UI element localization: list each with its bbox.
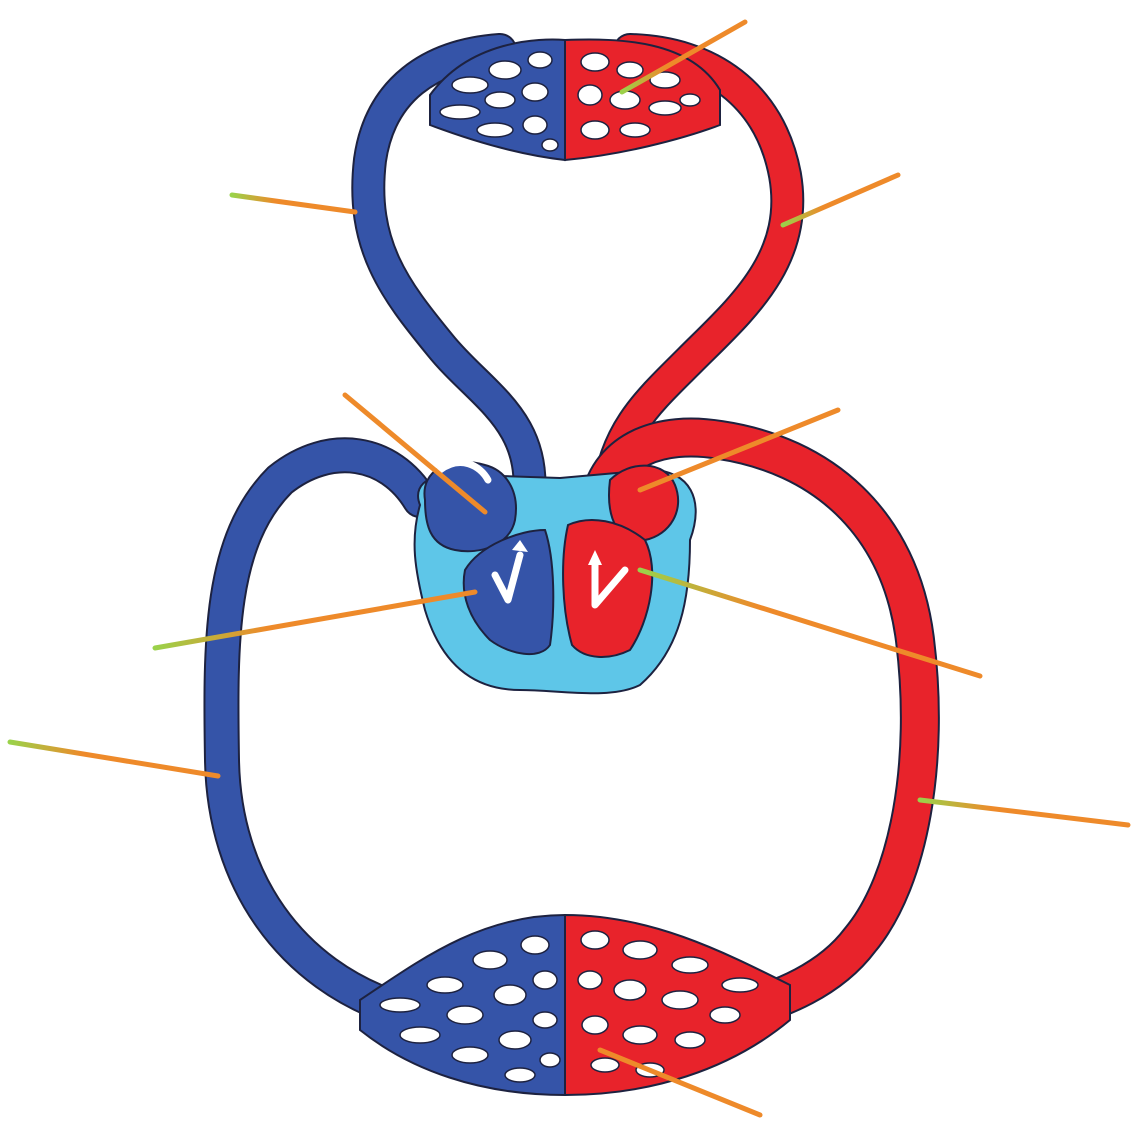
pointer-line-vena-cava [10,742,218,776]
body-capillary-bed [360,915,790,1095]
pointer-line-right-ventricle [155,592,475,648]
lung-capillary-bed [430,40,720,160]
heart [415,462,696,693]
pointer-line-pulmonary-artery [232,195,355,212]
pointer-line-aorta [920,800,1128,825]
